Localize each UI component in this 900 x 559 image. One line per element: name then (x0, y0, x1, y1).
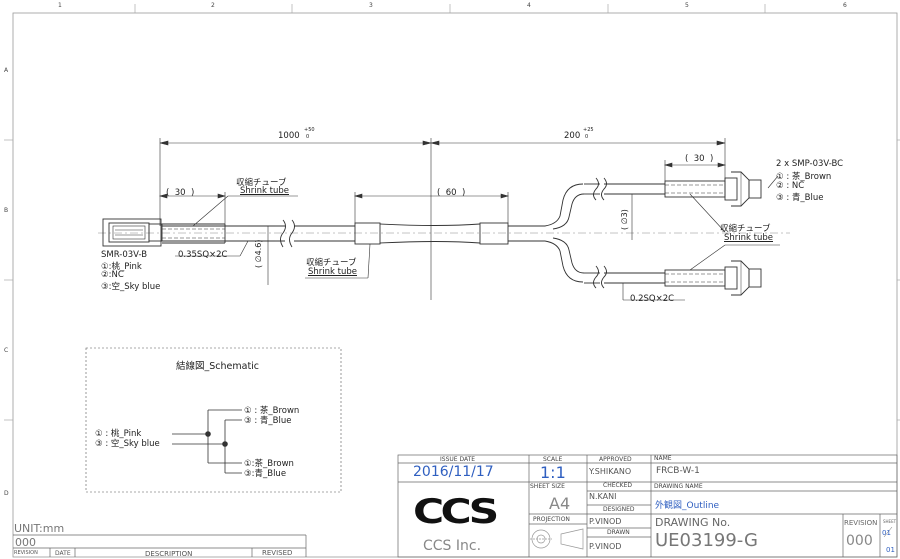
sheet-size: A4 (549, 494, 571, 513)
name-value: FRCB-W-1 (656, 466, 700, 476)
dim-overall: 1000 (278, 131, 300, 141)
scale-value: 1:1 (540, 463, 566, 482)
shrink-tube-right-jp: 収縮チューブ (720, 224, 771, 234)
sheet-number: 01 (882, 529, 891, 537)
company-name: CCS Inc. (423, 538, 482, 554)
left-pin-1: ①:桃_Pink (101, 262, 142, 272)
right-connectors-drawing (724, 171, 762, 296)
scale-label: SCALE (543, 456, 563, 463)
schematic-top-1: ① : 茶_Brown (244, 406, 300, 416)
col-label: 1 (58, 2, 62, 9)
drawn-by: P.VINOD (589, 542, 622, 551)
rev-col-header: REVISION (14, 550, 38, 556)
dim-mid-tube: ( 60 ) (437, 188, 466, 198)
date-col-header: DATE (55, 550, 71, 557)
approved-label: APPROVED (599, 456, 632, 463)
name-label: NAME (654, 455, 672, 462)
sheet-total: 01 (886, 546, 895, 554)
dim-left-strip: ( 30 ) (166, 188, 195, 198)
shrink-tube-label-jp: 収縮チューブ (236, 178, 287, 188)
drawn-label: DRAWN (607, 529, 630, 536)
revised-col-header: REVISED (262, 549, 293, 557)
col-label: 3 (369, 2, 373, 9)
row-label: C (4, 347, 9, 354)
revision-value: 000 (846, 533, 873, 549)
company-logo: CCS (413, 492, 499, 532)
schematic-box (85, 347, 342, 493)
checked-by: N.KANI (589, 492, 617, 501)
title-block-grid (13, 454, 898, 558)
shrink-tube-mid-jp: 収縮チューブ (306, 258, 357, 268)
left-connector-drawing (102, 218, 163, 247)
right-connector-name: 2 x SMP-03V-BC (776, 159, 844, 169)
drawing-name: 外観図_Outline (655, 501, 720, 511)
sheet-label: SHEET (883, 519, 897, 524)
projection-symbol (530, 528, 584, 550)
right-pin-3: ③ : 青_Blue (776, 193, 824, 203)
row-label: B (4, 207, 9, 214)
approved-by: Y.SHIKANO (589, 467, 632, 476)
shrink-tube-label-en: Shrink tube (240, 186, 289, 196)
designed-by: P.VINOD (589, 517, 622, 526)
drawing-no: UE03199-G (655, 530, 758, 551)
issue-date: 2016/11/17 (413, 464, 494, 480)
projection-label: PROJECTION (533, 516, 570, 523)
description-col-header: DESCRIPTION (145, 550, 193, 558)
dim-overall-tol-low: 0 (306, 134, 310, 140)
dim-dia-main: ( ∅4.6) (254, 239, 263, 269)
schematic-left-1: ① : 桃_Pink (95, 429, 142, 439)
schematic-title: 結線図_Schematic (176, 361, 260, 372)
row-label: A (4, 67, 9, 74)
checked-label: CHECKED (603, 482, 633, 489)
left-pin-3: ③:空_Sky blue (101, 282, 161, 292)
left-pin-2: ②:NC (101, 270, 124, 280)
dim-branch-tol-low: 0 (585, 134, 589, 140)
drawing-no-label: DRAWING No. (655, 516, 731, 529)
unit-label: UNIT:mm (14, 522, 65, 535)
col-label: 6 (843, 2, 847, 9)
dim-dia-branch: ( ∅3) (620, 209, 629, 230)
row-label: D (4, 490, 9, 497)
dim-overall-tol: +50 (304, 127, 315, 133)
right-pin-2: ② : NC (776, 181, 805, 191)
col-label: 4 (527, 2, 531, 9)
schematic-bot-1: ①:茶_Brown (244, 459, 294, 469)
shrink-tube-right-en: Shrink tube (724, 233, 773, 243)
wire-main-label: 0.35SQ×2C (178, 250, 228, 260)
dim-right-strip: ( 30 ) (685, 154, 714, 164)
sheet-size-label: SHEET SIZE (530, 483, 565, 490)
schematic-bot-3: ③:青_Blue (244, 469, 287, 479)
left-connector-name: SMR-03V-B (101, 250, 148, 260)
right-pin-1: ① : 茶_Brown (776, 172, 832, 182)
revision-label: REVISION (844, 519, 878, 527)
schematic-wiring (172, 409, 242, 474)
col-label: 5 (685, 2, 689, 9)
shrink-tube-mid-en: Shrink tube (308, 267, 357, 277)
main-cable (162, 177, 726, 289)
designed-label: DESIGNED (603, 506, 635, 513)
issue-date-label: ISSUE DATE (440, 456, 476, 463)
wire-branch-label: 0.2SQ×2C (630, 294, 675, 304)
schematic-left-3: ③ : 空_Sky blue (95, 439, 160, 449)
col-label: 2 (211, 2, 215, 9)
dimension-lines (158, 138, 780, 301)
revision-entry: 000 (15, 536, 36, 549)
dim-branch: 200 (564, 131, 581, 141)
frame-ticks (4, 4, 900, 421)
schematic-top-3: ③ : 青_Blue (244, 416, 292, 426)
drawing-name-label: DRAWING NAME (654, 483, 703, 490)
dim-branch-tol: +25 (583, 127, 594, 133)
